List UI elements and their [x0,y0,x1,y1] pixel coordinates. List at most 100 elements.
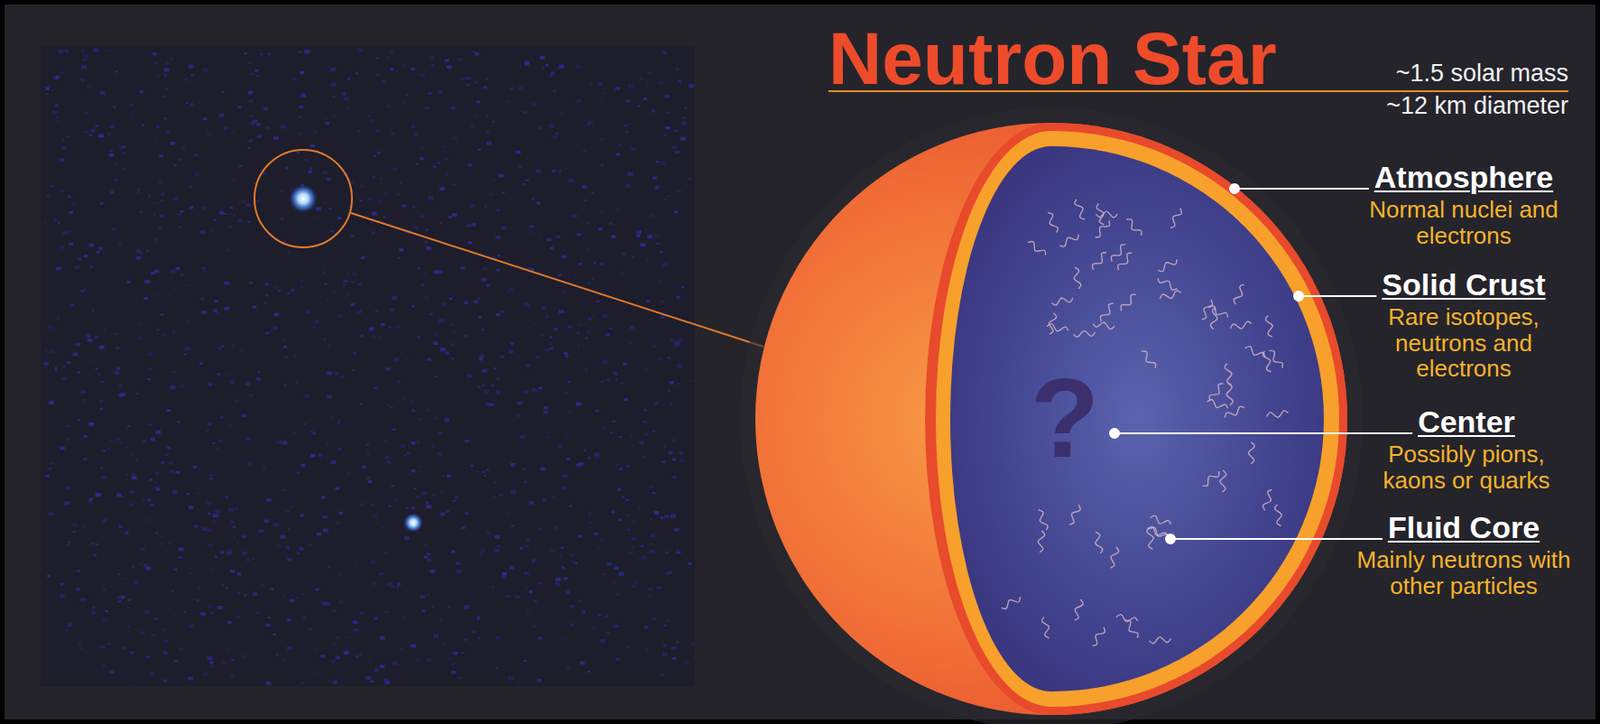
noise-speck [285,509,290,513]
noise-speck [451,357,454,360]
noise-speck [277,289,281,293]
noise-speck [76,370,81,374]
noise-speck [102,517,108,522]
noise-speck [561,255,566,259]
zoom-line [351,212,764,347]
noise-speck [175,510,178,512]
noise-speck [120,577,123,580]
noise-speck [377,199,383,204]
noise-speck [84,55,90,58]
noise-speck [626,464,630,468]
noise-speck [345,423,348,425]
noise-speck [481,277,488,282]
noise-speck [468,380,471,383]
noise-speck [588,512,591,515]
noise-speck [102,329,106,332]
noise-speck [554,327,558,331]
noise-speck [543,410,549,415]
noise-speck [265,126,269,129]
layer-heading: Center [1417,404,1516,440]
noise-speck [675,295,681,300]
noise-speck [475,114,479,117]
noise-speck [304,394,310,398]
noise-speck [56,120,60,122]
noise-speck [201,206,206,211]
noise-speck [465,214,469,217]
noise-speck [170,385,176,389]
noise-speck [575,402,582,407]
noise-speck [523,389,528,393]
noise-speck [404,536,410,540]
noise-speck [257,611,259,613]
noise-speck [518,64,522,67]
noise-speck [638,558,643,562]
noise-speck [118,573,121,575]
noise-speck [648,548,655,553]
noise-speck [52,110,58,115]
noise-speck [663,263,669,268]
noise-speck [584,336,589,340]
noise-speck [163,650,168,655]
noise-speck [282,440,288,444]
noise-speck [660,314,666,319]
noise-speck [425,246,432,250]
noise-speck [499,255,503,258]
noise-speck [413,130,417,133]
particle-squiggle [1210,307,1218,330]
noise-speck [123,167,127,170]
noise-speck [426,592,430,595]
noise-speck [59,445,65,450]
noise-speck [67,622,73,627]
noise-speck [681,286,685,288]
noise-speck [208,383,213,387]
noise-speck [215,312,220,315]
noise-speck [519,546,523,549]
noise-speck [200,296,205,300]
noise-speck [274,313,279,316]
noise-speck [451,342,454,345]
noise-speck [342,279,348,283]
noise-speck [166,607,169,610]
noise-speck [584,368,589,371]
noise-speck [99,644,105,648]
noise-speck [376,151,380,155]
noise-speck [340,375,344,379]
noise-speck [667,389,671,392]
noise-speck [474,81,478,84]
noise-speck [249,281,253,285]
noise-speck [420,214,425,218]
noise-speck [86,84,92,88]
noise-speck [120,392,123,395]
noise-speck [410,125,415,129]
noise-speck [669,380,675,384]
noise-speck [164,67,170,72]
particle-squiggle [1224,363,1232,386]
noise-speck [515,594,520,599]
noise-speck [343,647,346,648]
noise-speck [231,658,235,662]
noise-speck [101,475,107,480]
noise-speck [312,432,316,435]
layer-heading: Atmosphere [1374,159,1554,195]
noise-speck [241,535,246,538]
noise-speck [352,619,358,624]
noise-speck [67,541,70,544]
noise-speck [94,124,99,128]
noise-speck [100,407,104,411]
noise-speck [163,679,167,683]
noise-speck [443,474,445,477]
noise-speck [49,462,52,465]
particle-squiggle [1092,627,1106,647]
noise-speck [425,229,429,232]
noise-speck [676,382,681,386]
particle-squiggle [1220,470,1227,492]
noise-speck [402,204,407,208]
noise-speck [256,74,260,78]
noise-speck [664,514,669,518]
noise-speck [410,67,416,72]
noise-speck [172,490,177,494]
noise-speck [669,338,675,343]
noise-speck [407,472,411,475]
noise-speck [136,249,142,253]
